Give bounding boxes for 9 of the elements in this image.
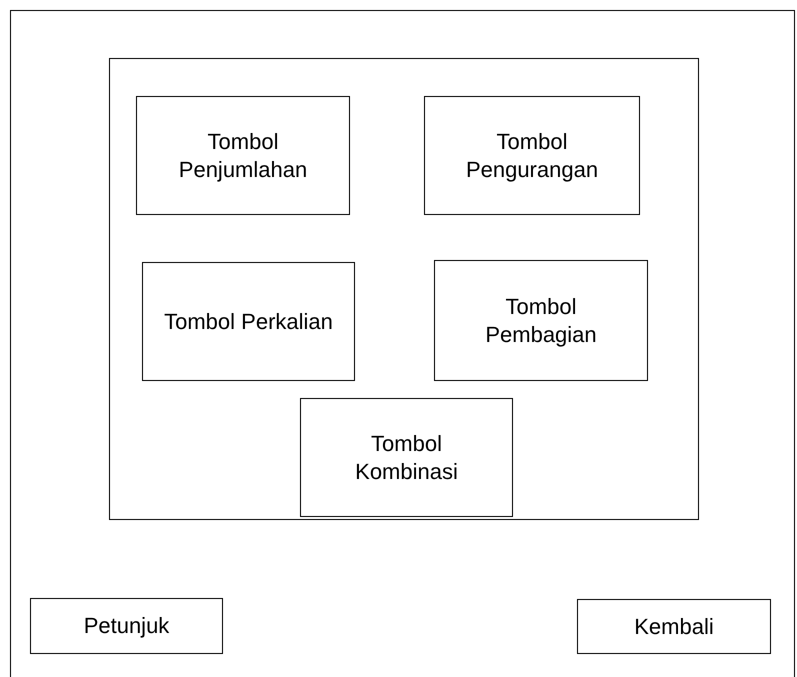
menu-button: Tombol Penjumlahan bbox=[136, 96, 350, 215]
menu-button: Petunjuk bbox=[30, 598, 223, 654]
button-panel bbox=[109, 58, 699, 520]
menu-button: Tombol Perkalian bbox=[142, 262, 355, 381]
menu-button: Tombol Pengurangan bbox=[424, 96, 640, 215]
menu-button: Tombol Pembagian bbox=[434, 260, 648, 381]
menu-button: Tombol Kombinasi bbox=[300, 398, 513, 517]
menu-button: Kembali bbox=[577, 599, 771, 654]
screen-frame bbox=[10, 10, 795, 677]
